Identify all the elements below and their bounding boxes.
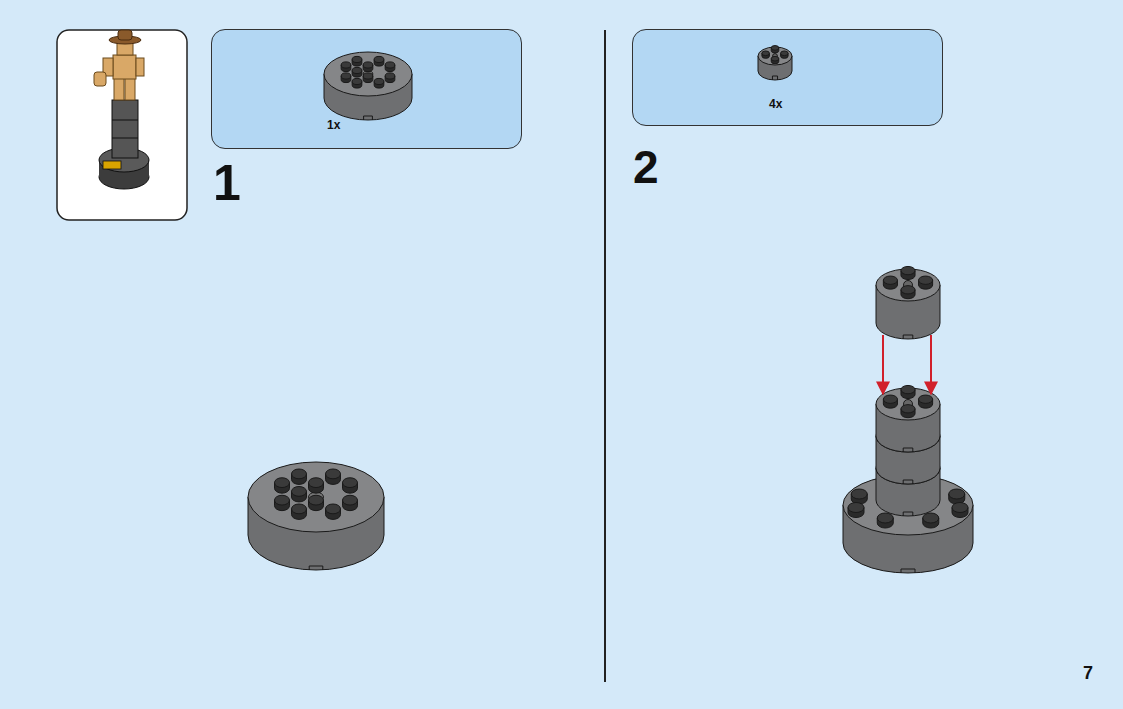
- stud: [341, 62, 351, 72]
- stud: [292, 487, 307, 502]
- stud: [883, 395, 897, 408]
- round-brick-2x2: [876, 266, 940, 339]
- stud: [343, 495, 358, 510]
- stud: [901, 405, 915, 418]
- stud: [919, 276, 933, 289]
- stud: [883, 276, 897, 289]
- stud: [352, 56, 362, 66]
- round-brick-2x2: [758, 46, 792, 80]
- round-brick-4x4: [324, 52, 412, 120]
- stud: [923, 513, 939, 528]
- stud: [919, 395, 933, 408]
- stud: [762, 51, 769, 58]
- parts-callout-fill: [632, 29, 943, 126]
- parts-callout-fill: [211, 29, 522, 149]
- stud: [309, 495, 324, 510]
- stud: [363, 73, 373, 83]
- stud: [848, 503, 864, 518]
- stud: [385, 62, 395, 72]
- stud: [851, 489, 867, 504]
- round-brick-4x4: [248, 462, 384, 570]
- step-divider: [604, 30, 606, 682]
- parts-callout: 4x: [632, 29, 943, 126]
- minifigure-statue: [94, 30, 149, 189]
- stud: [771, 46, 778, 53]
- parts-callout: 1x: [211, 29, 522, 149]
- stud: [326, 469, 341, 484]
- page-number: 7: [1083, 664, 1093, 682]
- part-quantity: 4x: [769, 98, 782, 110]
- stud: [901, 286, 915, 299]
- stud: [341, 73, 351, 83]
- stud: [343, 478, 358, 493]
- stud: [781, 51, 788, 58]
- stud: [949, 489, 965, 504]
- stud: [374, 56, 384, 66]
- stud: [326, 504, 341, 519]
- stud: [275, 478, 290, 493]
- stud: [901, 385, 915, 398]
- step-number: 2: [633, 144, 659, 190]
- placement-arrow: [882, 335, 884, 394]
- part-quantity: 1x: [327, 119, 340, 131]
- stud: [374, 78, 384, 88]
- stud: [352, 67, 362, 77]
- placement-arrow: [930, 335, 932, 394]
- stud: [877, 513, 893, 528]
- stud: [352, 78, 362, 88]
- stud: [771, 56, 778, 63]
- stud: [952, 503, 968, 518]
- stud: [901, 266, 915, 279]
- model-preview-box: [57, 30, 187, 220]
- stud: [385, 73, 395, 83]
- stud: [309, 478, 324, 493]
- stud: [292, 504, 307, 519]
- stud: [275, 495, 290, 510]
- stud: [363, 62, 373, 72]
- stud: [292, 469, 307, 484]
- round-brick-2x2: [876, 385, 940, 452]
- step-number: 1: [213, 158, 241, 208]
